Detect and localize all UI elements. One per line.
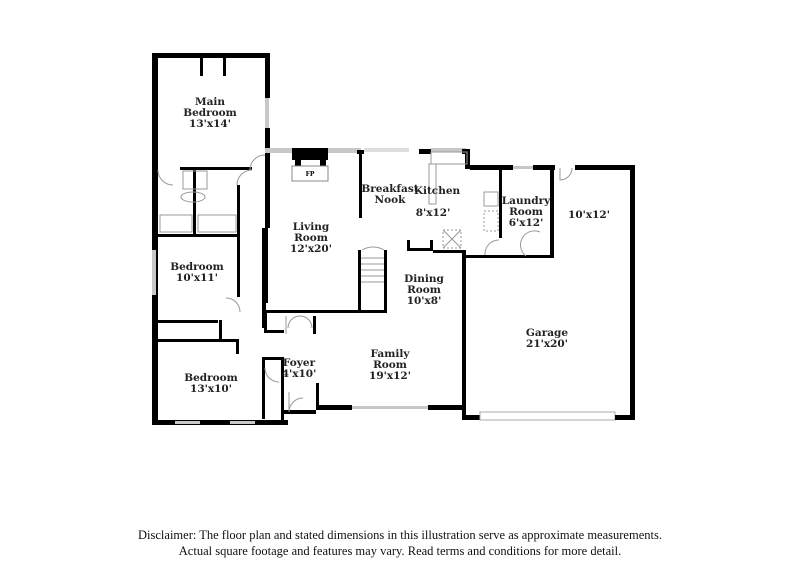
fixtures — [157, 151, 573, 413]
disclaimer: Disclaimer: The floor plan and stated di… — [0, 527, 800, 559]
room-label-storage: 10'x12' — [568, 209, 610, 221]
disclaimer-line-1: Disclaimer: The floor plan and stated di… — [138, 528, 662, 542]
disclaimer-line-2: Actual square footage and features may v… — [178, 544, 622, 558]
room-dims-kitchen: 8'x12' — [415, 207, 451, 219]
fireplace-label: FP — [305, 171, 315, 178]
room-label-kitchen: Kitchen — [413, 185, 461, 197]
